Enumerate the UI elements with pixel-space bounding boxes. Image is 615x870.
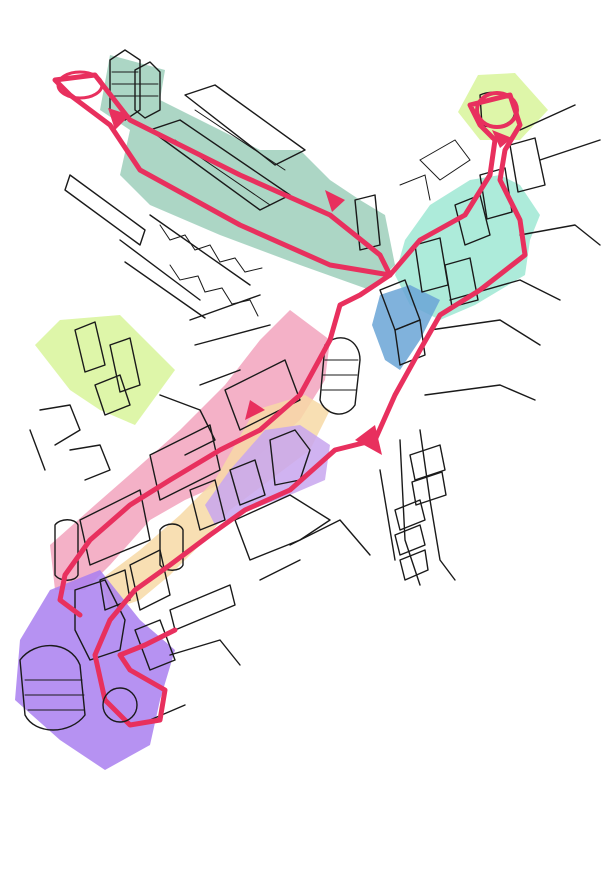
- street-lines: [30, 405, 110, 480]
- zone-west-blocks: [35, 315, 175, 425]
- tower-floors: [322, 360, 358, 390]
- tower-stack: [410, 445, 446, 505]
- road-south: [380, 430, 455, 585]
- building-outline: [170, 585, 235, 630]
- tower-stack: [395, 500, 428, 580]
- terrace-row: [170, 265, 258, 316]
